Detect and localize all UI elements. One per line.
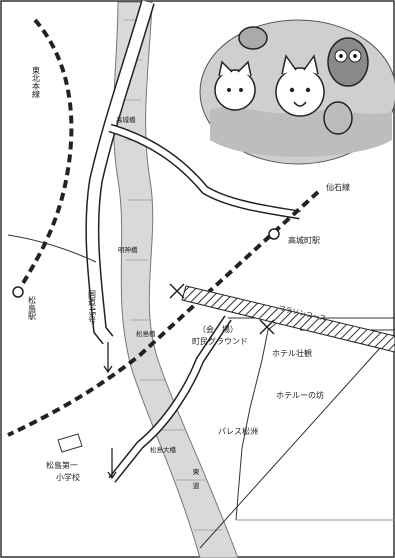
school-building xyxy=(57,433,83,453)
tohoku-railway xyxy=(16,18,74,293)
label-hotel-shakan: ホテル壮観 xyxy=(272,348,312,358)
mascot-cat-1 xyxy=(214,69,256,111)
label-hotel-bo: ホテルーの坊 xyxy=(276,390,324,400)
label-myojin-bridge: 明神橋 xyxy=(118,245,138,254)
label-matsushima-ohashi: 松島大橋 xyxy=(150,445,177,454)
road-south-inner xyxy=(109,316,231,482)
label-matsushima-station: 松島駅 xyxy=(28,295,37,321)
route-45-road-inner xyxy=(86,0,154,344)
mascot-cat-2 xyxy=(275,67,325,117)
takagimachi-station-marker xyxy=(268,228,280,240)
mascot-frog xyxy=(238,26,268,50)
label-tohoku-line: 東北本線 xyxy=(32,65,41,98)
road-east-inner xyxy=(109,125,301,218)
matsushima-station-marker xyxy=(12,286,24,298)
label-takagi-bridge: 高城橋 xyxy=(116,115,136,124)
crossing-1 xyxy=(169,283,185,299)
thin-road-3 xyxy=(235,319,281,521)
label-matsushima-bridge: 松島橋 xyxy=(136,329,156,338)
label-school-line2: 小学校 xyxy=(56,472,80,482)
label-palace-matsushima: パレス松洲 xyxy=(218,426,258,436)
label-expressway: 東 道 xyxy=(192,467,200,490)
label-national-route: 国道45号 xyxy=(88,290,97,325)
marathon-course xyxy=(181,285,395,353)
label-school-line1: 松島第一 xyxy=(46,460,78,470)
mascot-illustration xyxy=(199,19,395,165)
label-takagimachi-station: 高城町駅 xyxy=(288,235,320,245)
mascot-owl xyxy=(327,37,369,87)
route-arrow-2 xyxy=(107,448,117,480)
senseki-railway xyxy=(7,190,320,437)
label-senseki-line: 仙石線 xyxy=(326,182,350,192)
thin-road-6 xyxy=(199,347,381,549)
label-venue-title: （会 場） xyxy=(198,324,238,334)
route-arrow-1 xyxy=(103,342,113,374)
crossing-2 xyxy=(259,319,275,335)
label-venue-name: 町民グラウンド xyxy=(192,336,248,346)
thin-road-1 xyxy=(7,234,97,263)
mascot-animal xyxy=(323,101,353,135)
